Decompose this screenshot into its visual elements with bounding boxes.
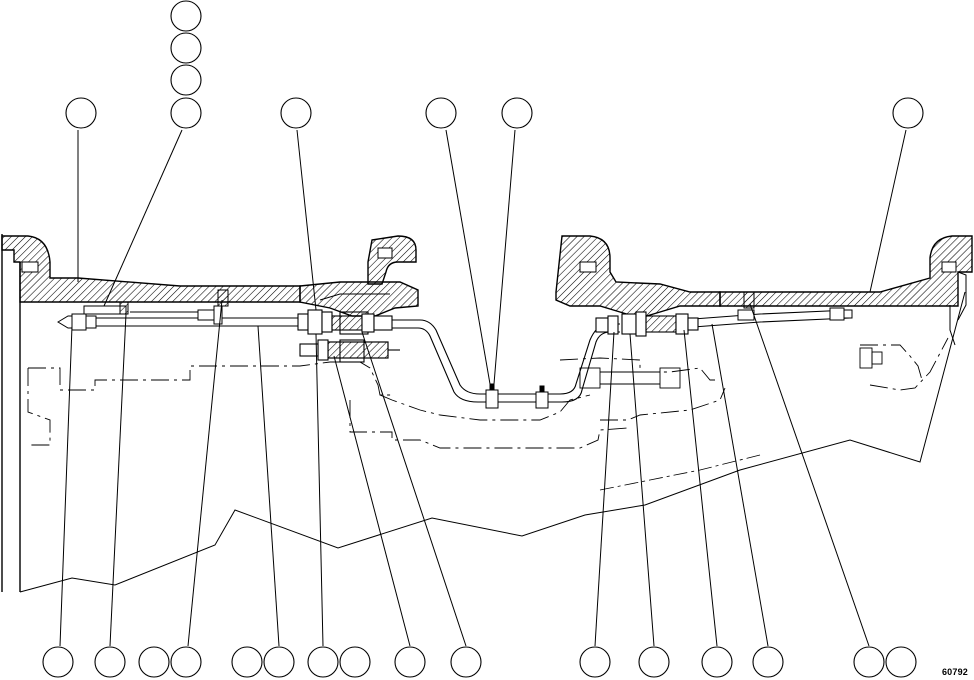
lower-phantom-line [599, 454, 761, 491]
callout-circle [170, 646, 202, 678]
callout-circle [752, 646, 784, 678]
callout-circle [280, 97, 312, 129]
callout-circle [853, 646, 885, 678]
break-line [19, 291, 966, 593]
callout-circle [425, 97, 457, 129]
callout-circles-top [65, 0, 924, 129]
callout-circle [394, 646, 426, 678]
figure-reference-number: 60792 [941, 667, 968, 677]
callout-circle [138, 646, 170, 678]
left-track-shoe [1, 235, 301, 303]
trough-clamps [485, 383, 549, 409]
callout-circle [501, 97, 533, 129]
callout-circle [638, 646, 670, 678]
center-right-guide [555, 235, 721, 319]
left-frame-wall [1, 234, 21, 592]
callout-circle [579, 646, 611, 678]
callout-circle [65, 97, 97, 129]
callout-circle [42, 646, 74, 678]
center-left-lower-bolt [299, 339, 400, 363]
center-right-connector [595, 311, 699, 337]
callout-circle [892, 97, 924, 129]
callout-circle [170, 32, 202, 64]
callout-circle [450, 646, 482, 678]
callout-circle [263, 646, 295, 678]
right-track-shoe [719, 235, 973, 307]
center-left-connector [297, 309, 393, 335]
callout-circle [170, 64, 202, 96]
center-left-guide [299, 235, 419, 317]
callout-circle [307, 646, 339, 678]
callout-circle [339, 646, 371, 678]
right-side-bolt [579, 347, 883, 389]
callout-circle [701, 646, 733, 678]
callout-circles-bottom [42, 646, 917, 678]
callout-circle [885, 646, 917, 678]
right-tube-clamp [737, 291, 853, 321]
left-tube-clamp [197, 289, 229, 325]
callout-circle [94, 646, 126, 678]
callout-circle [170, 0, 202, 32]
fuel-tube [72, 309, 851, 403]
callout-circle [231, 646, 263, 678]
left-end-fitting [57, 301, 129, 331]
right-end-outline [949, 271, 967, 346]
callout-circle [170, 97, 202, 129]
leader-lines [59, 129, 907, 647]
